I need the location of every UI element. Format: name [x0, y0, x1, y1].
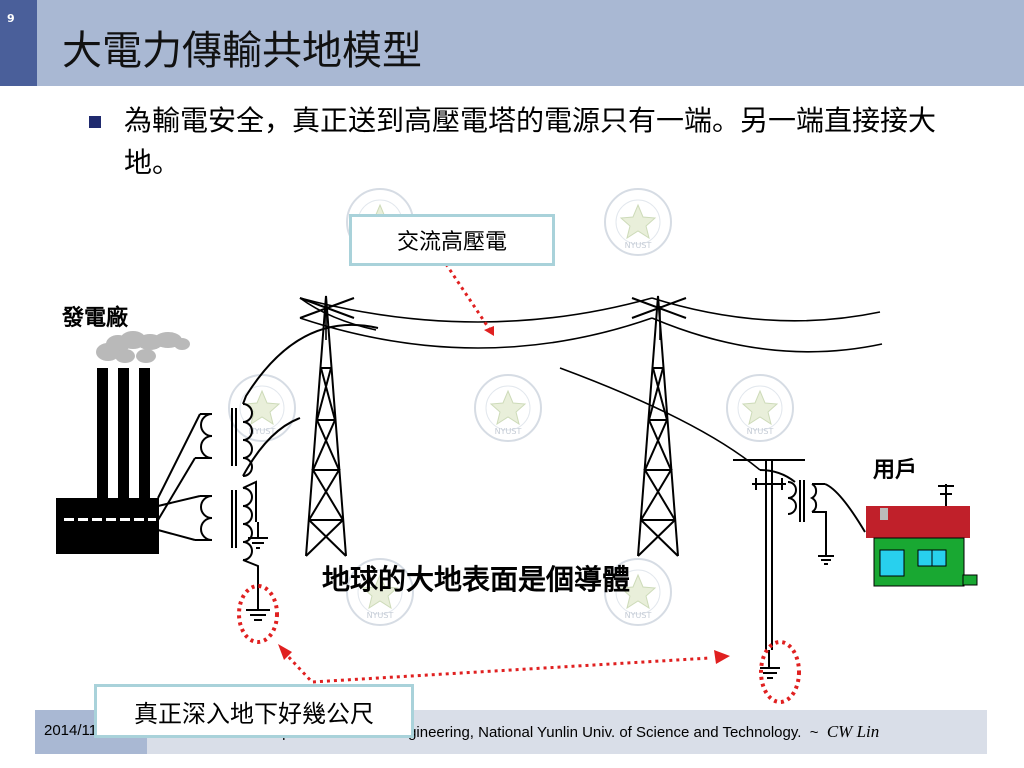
watermark-text: NYUST — [747, 427, 774, 436]
slide-number: 9 — [7, 12, 15, 25]
watermark-text: NYUST — [249, 427, 276, 436]
house-icon — [866, 484, 978, 587]
footer-author: CW Lin — [826, 722, 880, 741]
slide-number-box — [0, 0, 37, 86]
label-power-plant: 發電廠 — [62, 305, 129, 331]
footer-separator: ~ — [809, 724, 819, 741]
slide-title: 大電力傳輸共地模型 — [62, 28, 422, 74]
watermark-text: NYUST — [625, 241, 652, 250]
transmission-tower — [631, 295, 687, 557]
callout-deep-ground: 真正深入地下好幾公尺 — [94, 684, 414, 738]
callout-ac-high-voltage: 交流高壓電 — [349, 214, 555, 266]
power-plant-icon — [56, 331, 190, 554]
watermark-text: NYUST — [367, 611, 394, 620]
ground-highlight — [237, 584, 801, 704]
transmission-lines — [299, 297, 883, 471]
watermark-text: NYUST — [495, 427, 522, 436]
transmission-tower — [299, 295, 355, 557]
bullet-marker — [89, 116, 101, 128]
title-bar — [0, 0, 1024, 86]
watermark-text: NYUST — [625, 611, 652, 620]
utility-pole — [733, 459, 866, 679]
arrow-heads — [278, 326, 730, 664]
bullet-text: 為輸電安全，真正送到高壓電塔的電源只有一端。另一端直接接大地。 — [124, 104, 937, 179]
label-user: 用戶 — [873, 457, 918, 483]
label-earth-conductor: 地球的大地表面是個導體 — [322, 563, 631, 596]
